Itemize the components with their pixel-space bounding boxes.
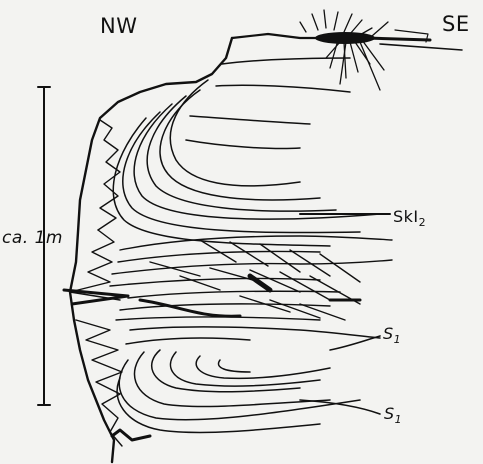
s1-upper-line — [330, 336, 380, 350]
middle-sheared-zone — [110, 236, 392, 320]
orientation-label-se: SE — [442, 12, 470, 36]
vegetation-tuft — [300, 10, 430, 90]
lower-fold-layers — [117, 327, 380, 432]
upper-fold-layers — [113, 58, 380, 246]
scale-label: ca. 1m — [2, 228, 63, 248]
layer-label-skb: SkI2 — [393, 207, 426, 226]
orientation-label-nw: NW — [100, 14, 137, 38]
layer-label-s1-upper: S1 — [383, 324, 401, 343]
layer-label-s1-lower: S1 — [384, 404, 402, 423]
base-edge — [112, 430, 150, 440]
